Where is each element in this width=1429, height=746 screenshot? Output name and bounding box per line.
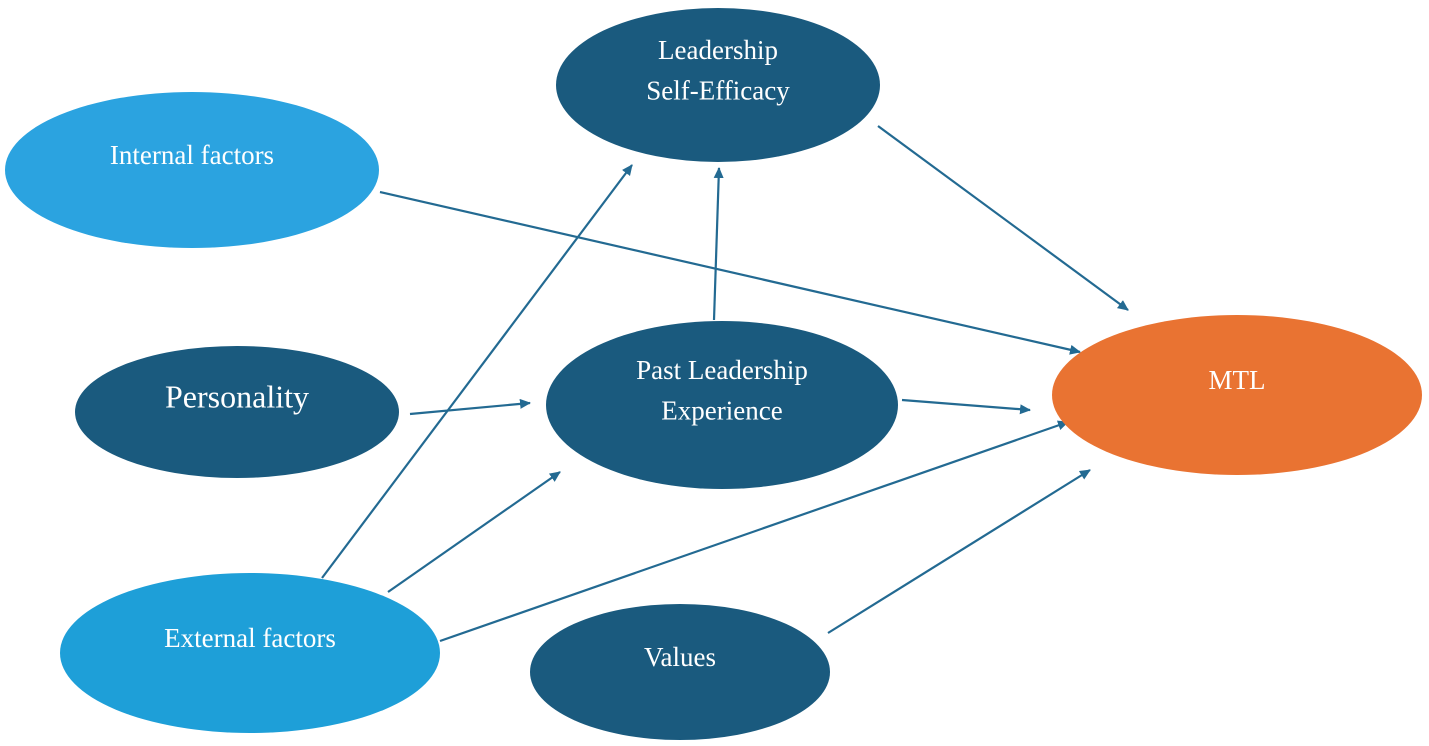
- node-internal-factors: Internal factors: [5, 92, 379, 248]
- node-mtl-ellipse: [1052, 315, 1422, 475]
- node-values: Values: [530, 604, 830, 740]
- edge-values-to-mtl: [827, 469, 1091, 634]
- node-past-leadership-experience-ellipse: [546, 321, 898, 489]
- node-external-factors: External factors: [60, 573, 440, 733]
- node-values-label-line-1: Values: [644, 642, 716, 672]
- edge-personality-to-past-leadership-experience: [409, 398, 531, 416]
- node-past-leadership-experience-label-line-2: Experience: [661, 395, 782, 425]
- node-personality: Personality: [75, 346, 399, 478]
- edge-leadership-self-efficacy-to-mtl: [877, 125, 1129, 311]
- node-external-factors-ellipse: [60, 573, 440, 733]
- edge-external-factors-to-mtl: [439, 420, 1069, 643]
- node-values-ellipse: [530, 604, 830, 740]
- node-mtl: MTL: [1052, 315, 1422, 475]
- edge-internal-factors-to-mtl: [379, 190, 1081, 355]
- node-personality-ellipse: [75, 346, 399, 478]
- edges: [321, 125, 1129, 643]
- edge-past-leadership-experience-to-mtl: [901, 398, 1031, 415]
- node-mtl-label-line-1: MTL: [1209, 365, 1266, 395]
- edge-external-factors-to-past-leadership-experience: [387, 471, 561, 593]
- node-personality-label-line-1: Personality: [165, 378, 309, 414]
- node-leadership-self-efficacy-label-line-1: Leadership: [658, 35, 778, 65]
- node-past-leadership-experience-label-line-1: Past Leadership: [636, 355, 808, 385]
- edge-external-factors-to-leadership-self-efficacy: [321, 164, 633, 579]
- edge-past-leadership-experience-to-leadership-self-efficacy: [712, 167, 724, 321]
- node-internal-factors-ellipse: [5, 92, 379, 248]
- node-leadership-self-efficacy-ellipse: [556, 8, 880, 162]
- node-internal-factors-label-line-1: Internal factors: [110, 140, 274, 170]
- node-leadership-self-efficacy-label-line-2: Self-Efficacy: [646, 75, 790, 105]
- node-external-factors-label-line-1: External factors: [164, 623, 336, 653]
